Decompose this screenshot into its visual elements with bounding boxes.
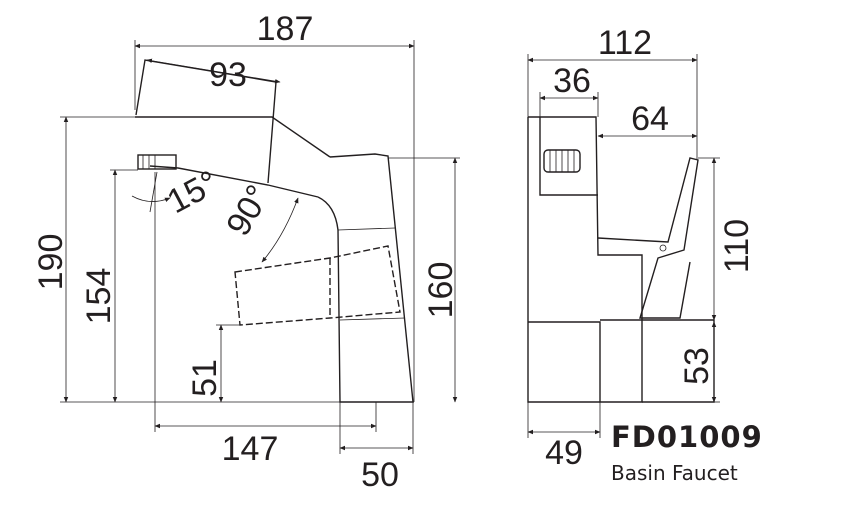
dim-base-depth: 49	[545, 434, 583, 472]
dim-overall-length: 187	[257, 10, 314, 48]
dim-spout-reach: 147	[222, 430, 279, 468]
model-number: FD01009	[611, 420, 763, 454]
dim-lever-length: 93	[209, 56, 247, 94]
side-view: 187 93 190 154 160 51 147 50 1	[32, 10, 460, 494]
dim-base-width: 50	[361, 456, 399, 494]
dim-lever-height: 110	[718, 219, 756, 273]
faucet-body	[317, 153, 414, 403]
spout-front	[528, 116, 643, 403]
lever-lowered	[234, 245, 401, 326]
front-view: 112 36 64 110 53 49	[527, 24, 756, 472]
dim-lever-depth: 64	[631, 100, 669, 138]
dim-base-height: 53	[678, 347, 716, 385]
dim-lever-base-height: 51	[186, 359, 224, 397]
dim-aerator-width: 36	[553, 62, 591, 100]
product-name: Basin Faucet	[611, 461, 738, 485]
spout-arm	[135, 116, 331, 198]
angle-spout: 15°	[161, 163, 224, 221]
dim-overall-depth: 112	[598, 24, 652, 62]
dim-spout-height: 154	[80, 268, 118, 325]
angle-lever-rotation: 90°	[219, 179, 278, 243]
dim-overall-height: 190	[32, 234, 70, 291]
dim-body-height: 160	[422, 262, 460, 319]
spout-aerator	[137, 154, 177, 170]
lever-front	[597, 157, 699, 319]
